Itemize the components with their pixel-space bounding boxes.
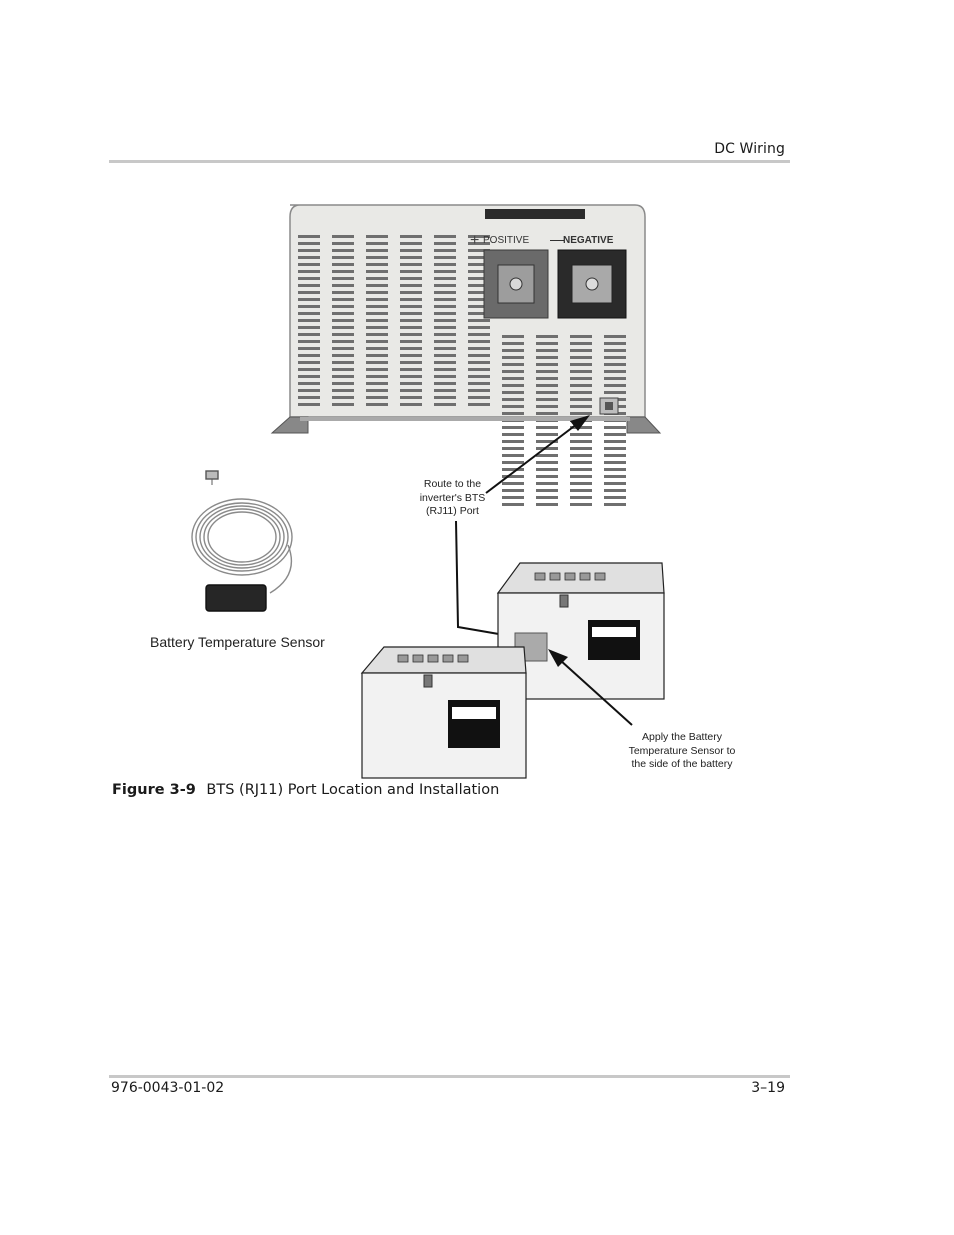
route-callout-line-2: inverter's BTS [419, 491, 486, 504]
page-number: 3–19 [751, 1080, 785, 1096]
figure-caption-text: BTS (RJ11) Port Location and Installatio… [206, 782, 500, 798]
apply-callout-line-3: the side of the battery [631, 758, 733, 770]
sensor-label: Battery Temperature Sensor [150, 634, 325, 650]
running-head: DC Wiring [714, 141, 785, 157]
negative-terminal-label: NEGATIVE [563, 235, 614, 246]
apply-arrow [548, 649, 633, 726]
sensor-route-line [455, 520, 517, 638]
figure-caption: Figure 3-9 BTS (RJ11) Port Location and … [112, 782, 499, 798]
positive-terminal-label: POSITIVE [483, 235, 529, 246]
battery-temperature-sensor [191, 470, 293, 612]
footer-rule [109, 1075, 790, 1078]
apply-callout-line-2: Temperature Sensor to [628, 744, 736, 757]
header-rule [109, 160, 790, 163]
battery-front [360, 646, 527, 779]
route-callout-line-3: (RJ11) Port [426, 505, 479, 517]
document-number: 976-0043-01-02 [111, 1080, 225, 1096]
route-callout: Route to the inverter's BTS (RJ11) Port [405, 478, 500, 519]
figure-illustration: POSITIVE NEGATIVE + — [140, 195, 760, 780]
route-callout-line-1: Route to the [423, 478, 482, 490]
inverter-unit [270, 204, 662, 506]
svg-text:+: + [470, 232, 479, 249]
apply-callout: Apply the Battery Temperature Sensor to … [608, 731, 756, 772]
bts-installation-drawing: POSITIVE NEGATIVE + — [191, 204, 665, 779]
route-arrow [485, 415, 590, 494]
apply-callout-line-1: Apply the Battery [642, 731, 722, 743]
svg-text:—: — [550, 231, 564, 247]
figure-number: Figure 3-9 [112, 782, 196, 798]
